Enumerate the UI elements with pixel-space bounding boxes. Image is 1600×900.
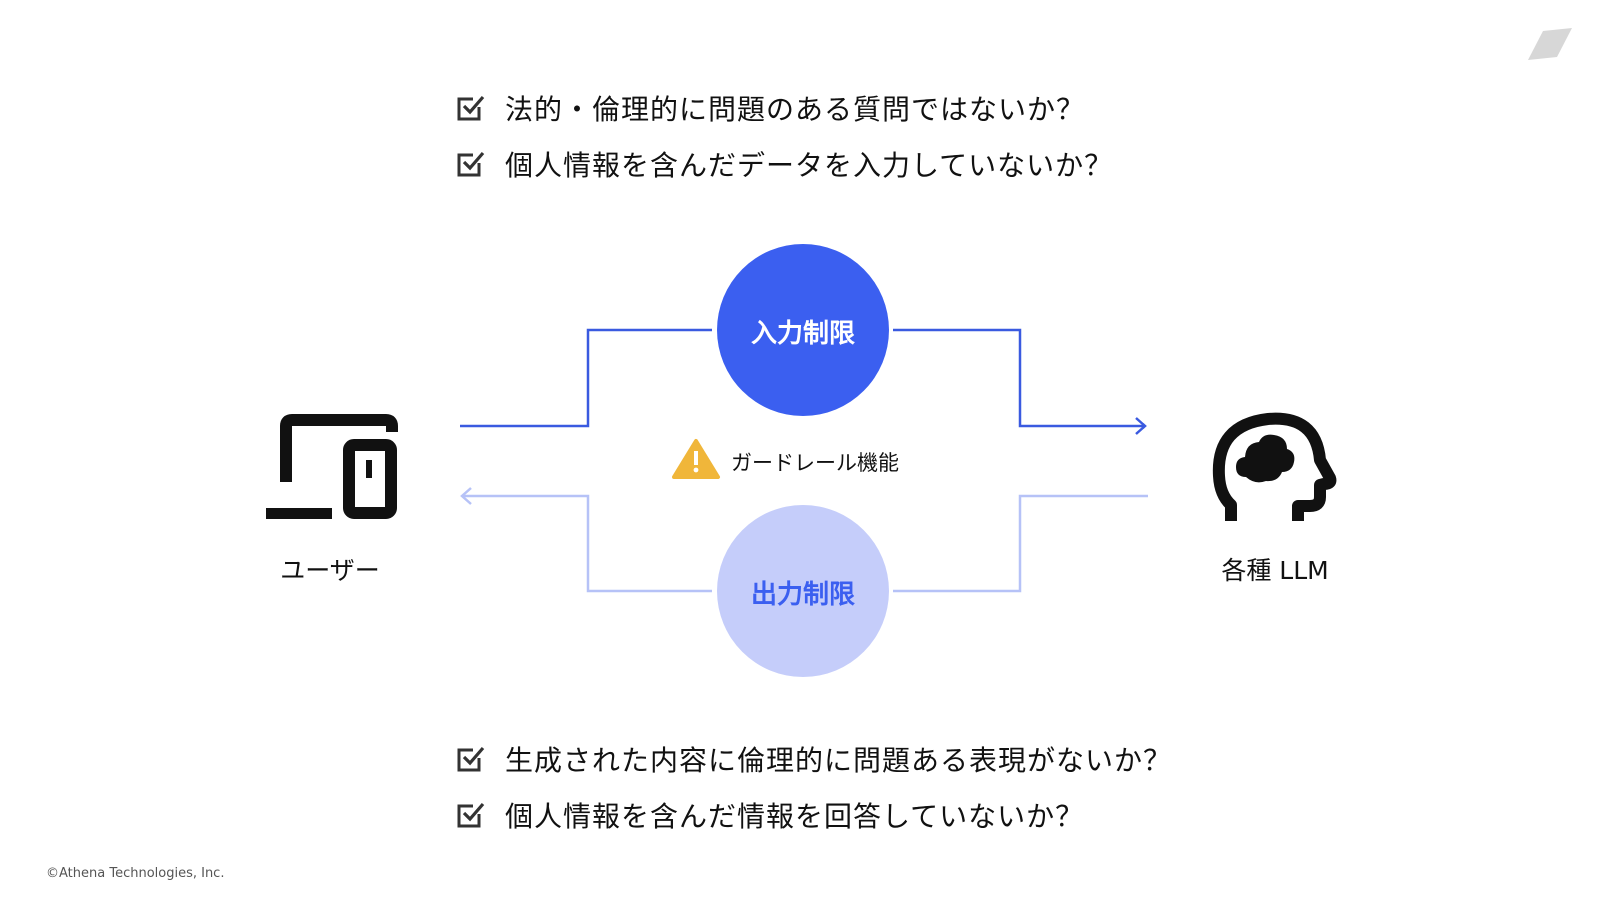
copyright-footer: ©Athena Technologies, Inc. — [46, 866, 225, 881]
input-check-text: 法的・倫理的に問題のある質問ではないか？ — [505, 93, 1086, 126]
checkbox-checked-icon — [457, 95, 485, 121]
head-cloud-icon — [1212, 412, 1337, 521]
input-limit-label: 入力制限 — [750, 319, 855, 349]
output-checklist: 生成された内容に倫理的に問題ある表現がないか？ 個人情報を含んだ情報を回答してい… — [455, 731, 1172, 843]
warning-triangle-icon — [672, 439, 720, 479]
output-flow-line — [893, 494, 1148, 593]
parallelogram-logo-icon — [1528, 28, 1572, 60]
input-check-item: 法的・倫理的に問題のある質問ではないか？ — [455, 80, 1113, 136]
checkbox-checked-icon — [457, 151, 485, 177]
guardrail-label: ガードレール機能 — [731, 451, 899, 475]
input-check-item: 個人情報を含んだデータを入力していないか？ — [455, 136, 1113, 192]
devices-icon — [266, 414, 398, 519]
output-arrowhead — [460, 487, 472, 505]
checkbox-checked-icon — [457, 746, 485, 772]
user-label: ユーザー — [280, 556, 380, 585]
input-check-text: 個人情報を含んだデータを入力していないか？ — [505, 149, 1114, 182]
input-checklist: 法的・倫理的に問題のある質問ではないか？ 個人情報を含んだデータを入力していない… — [455, 80, 1113, 192]
llm-label: 各種 LLM — [1221, 556, 1329, 585]
output-flow-line — [462, 494, 712, 593]
output-check-text: 個人情報を含んだ情報を回答していないか？ — [505, 800, 1085, 833]
output-check-text: 生成された内容に倫理的に問題ある表現がないか？ — [505, 744, 1173, 777]
output-limit-circle — [717, 505, 889, 677]
input-flow-line — [460, 328, 712, 428]
input-flow-line — [893, 328, 1144, 428]
input-limit-circle — [717, 244, 889, 416]
input-arrowhead — [1135, 417, 1147, 435]
checkbox-checked-icon — [457, 802, 485, 828]
output-check-item: 個人情報を含んだ情報を回答していないか？ — [455, 787, 1172, 843]
output-limit-label: 出力制限 — [750, 580, 855, 610]
output-check-item: 生成された内容に倫理的に問題ある表現がないか？ — [455, 731, 1172, 787]
